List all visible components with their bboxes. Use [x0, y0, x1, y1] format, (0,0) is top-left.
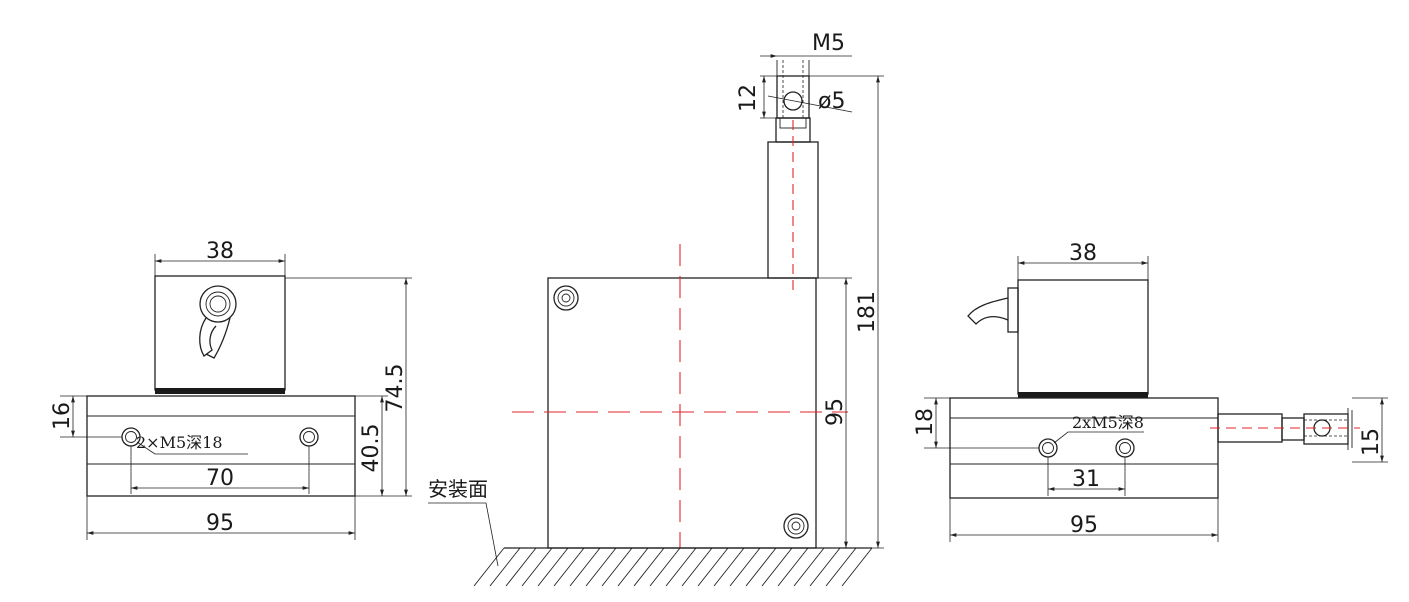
cable-outlet-icon	[199, 285, 237, 359]
right-hole-1	[1038, 438, 1058, 458]
left-dim-70: 70	[206, 466, 234, 491]
right-hole-note: 2xM5深8	[1072, 413, 1144, 432]
right-dim-15: 15	[1359, 428, 1384, 456]
right-dim-38: 38	[1069, 241, 1097, 266]
center-hole-top-left	[553, 285, 579, 311]
right-view: 38 18 31 95 15 2xM5深8	[913, 241, 1388, 542]
left-dim-74-5: 74.5	[383, 364, 408, 413]
left-dim-40-5: 40.5	[359, 424, 384, 473]
left-hole-2	[299, 427, 319, 447]
center-dim-dia5: ø5	[818, 89, 845, 114]
center-dim-95: 95	[823, 398, 848, 426]
right-dim-95: 95	[1070, 513, 1098, 538]
left-head-block	[154, 275, 286, 391]
center-hole-bottom-right	[783, 513, 809, 539]
right-hole-2	[1115, 438, 1135, 458]
center-dim-181: 181	[855, 291, 880, 333]
right-rod-eye	[1303, 413, 1349, 445]
mounting-surface-label: 安装面	[428, 477, 488, 501]
right-dim-31: 31	[1072, 467, 1100, 492]
center-body	[547, 277, 817, 549]
left-hole-note: 2×M5深18	[136, 433, 223, 452]
center-view: M5 12 ø5 181 95 安装面	[428, 31, 884, 587]
left-base-block	[86, 395, 356, 497]
left-head-base-strip	[155, 388, 285, 394]
left-dim-38: 38	[206, 239, 234, 264]
left-dim-95: 95	[206, 511, 234, 536]
rod-eye-hole	[783, 91, 803, 111]
left-dim-16: 16	[50, 402, 75, 430]
cable-icon	[967, 297, 1009, 325]
right-head-block	[1017, 279, 1149, 395]
rod-eye	[776, 75, 810, 119]
center-dim-12: 12	[736, 84, 761, 112]
right-head-base-strip	[1018, 392, 1148, 398]
left-view: 38 74.5 40.5 16 70 95 2×M5深18	[50, 239, 412, 540]
cable-connector	[1007, 287, 1019, 333]
ground-hatch	[473, 547, 873, 587]
right-dim-18: 18	[913, 408, 938, 436]
center-dim-m5: M5	[812, 31, 845, 56]
